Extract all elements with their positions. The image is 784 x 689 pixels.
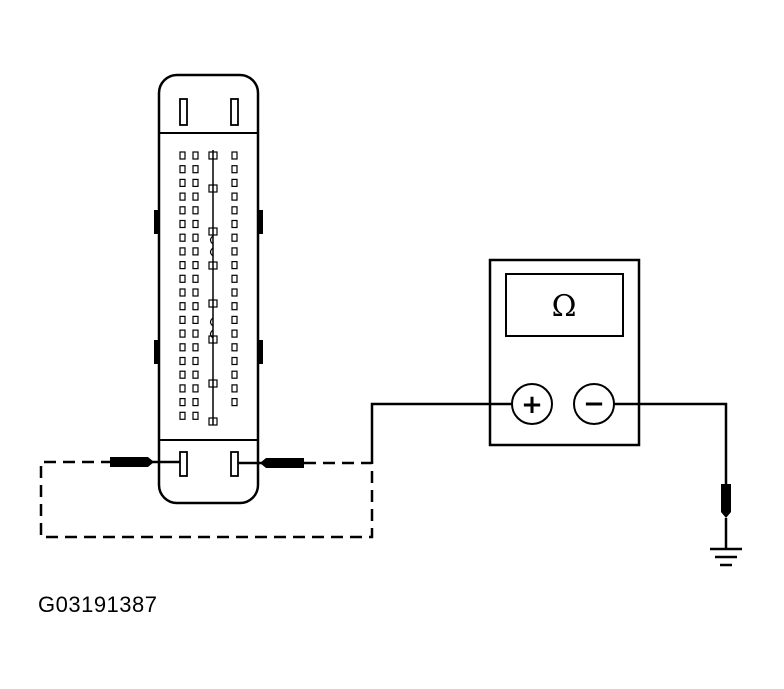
- connector-pin: [192, 356, 199, 366]
- connector-pin: [192, 398, 199, 407]
- connector-pin: [231, 370, 238, 379]
- ohmmeter-icon: Ω + −: [488, 258, 641, 447]
- connector-pin: [192, 370, 199, 379]
- connector-pin: [231, 274, 238, 283]
- connector-pin: [179, 315, 186, 324]
- connector-pin: [179, 233, 186, 242]
- probe-icon: [238, 458, 304, 468]
- connector-pin: [179, 384, 186, 393]
- connector-pin: [192, 192, 199, 201]
- connector-pin: [179, 288, 186, 297]
- connector-pin: [231, 233, 238, 242]
- connector-pin: [192, 315, 199, 324]
- dashed-jumper-wire: [39, 460, 374, 539]
- connector-pin: [231, 384, 238, 393]
- connector-pin: [231, 343, 238, 352]
- probe-icon: [721, 484, 731, 548]
- connector-pin: [192, 411, 199, 420]
- connector-pin: [192, 178, 199, 187]
- connector-pin: [231, 206, 238, 215]
- connector-pin: [192, 247, 199, 256]
- connector-pin: [192, 329, 199, 338]
- connector-pin: [231, 165, 238, 174]
- connector-pin: [192, 165, 199, 174]
- connector-pin: [231, 178, 238, 187]
- connector-pin: [192, 302, 199, 311]
- connector-pin: [231, 302, 238, 311]
- connector-pin: [231, 398, 238, 407]
- connector-pin: [231, 151, 238, 160]
- connector-pin: [231, 356, 238, 366]
- connector-pin: [231, 261, 238, 270]
- connector-pin: [192, 384, 199, 393]
- connector-pin: [179, 356, 186, 366]
- connector-pin: [179, 261, 186, 270]
- negative-test-lead: [614, 402, 728, 485]
- connector-pin: [179, 411, 186, 420]
- connector-pin: [192, 274, 199, 283]
- connector-pin: [192, 233, 199, 242]
- connector-pin: [179, 247, 186, 256]
- connector-pin: [192, 151, 199, 160]
- connector-pin: [179, 178, 186, 187]
- negative-terminal-label: −: [583, 389, 605, 419]
- connector-pin: [231, 329, 238, 338]
- connector-icon: [154, 73, 263, 505]
- connector-pin: [231, 288, 238, 297]
- connector-pin: [179, 398, 186, 407]
- meter-display-symbol: Ω: [552, 289, 577, 324]
- connector-pin: [179, 329, 186, 338]
- figure-id: G03191387: [38, 592, 158, 617]
- positive-test-lead: [370, 402, 512, 463]
- probe-icon: [110, 457, 180, 467]
- connector-pin: [179, 206, 186, 215]
- connector-pin: [179, 192, 186, 201]
- connector-pin: [179, 151, 186, 160]
- connector-pin: [192, 261, 199, 270]
- connector-pin: [192, 343, 199, 352]
- connector-pin: [192, 206, 199, 215]
- connector-pin: [179, 165, 186, 174]
- positive-terminal-label: +: [521, 390, 543, 420]
- connector-pin: [179, 219, 186, 229]
- connector-pin: [192, 219, 199, 229]
- connector-pin-grid: [179, 151, 238, 426]
- ground-symbol-icon: [710, 547, 742, 567]
- connector-pin: [231, 192, 238, 201]
- connector-pin: [192, 288, 199, 297]
- connector-pin: [179, 274, 186, 283]
- connector-pin: [231, 219, 238, 229]
- connector-pin: [179, 343, 186, 352]
- connector-pin: [231, 315, 238, 324]
- connector-pin: [231, 247, 238, 256]
- connector-pin: [179, 302, 186, 311]
- connector-pin: [179, 370, 186, 379]
